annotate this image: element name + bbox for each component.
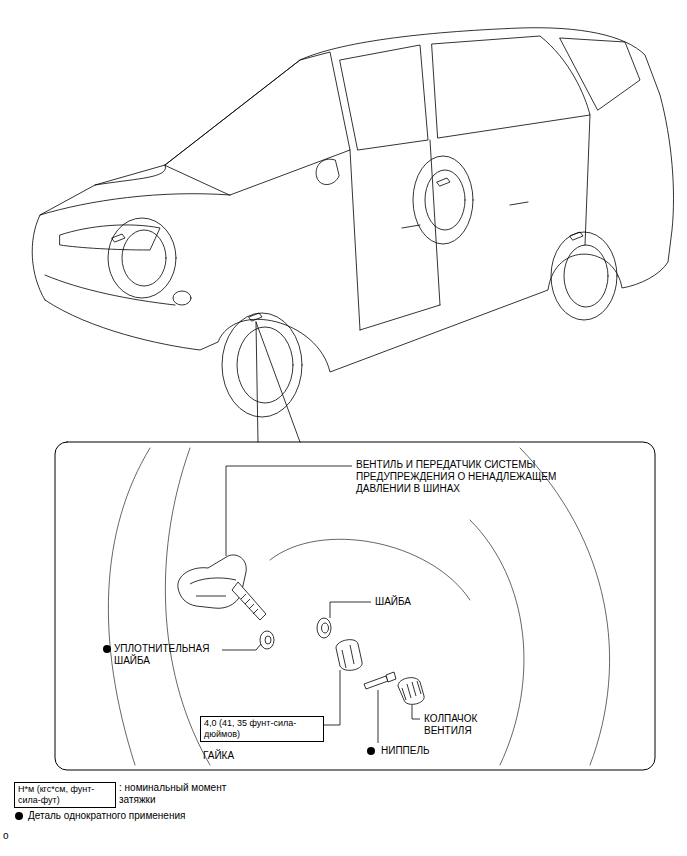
legend-text: Деталь однократного применения — [28, 810, 268, 822]
car-mirror — [316, 159, 339, 184]
valve-core — [364, 676, 388, 689]
wheel-front-far-rim — [122, 230, 166, 286]
wheel-front-near — [222, 313, 302, 417]
one-time-use-bullet — [367, 747, 375, 755]
part-label: ВЕНТИЛЬ И ПЕРЕДАТЧИК СИСТЕМЫ ПРЕДУПРЕЖДЕ… — [356, 459, 561, 495]
legend-torque-box: Н*м (кгс*см, фунт-сила-фут) — [14, 782, 116, 808]
leader-line — [226, 466, 352, 556]
valve-stem-thread — [241, 594, 258, 614]
leader-line — [378, 690, 379, 743]
wheel-front-far — [108, 218, 176, 298]
car-fog-light — [173, 291, 191, 305]
part-label: КОЛПАЧОК ВЕНТИЛЯ — [424, 713, 509, 737]
part-label: УПЛОТНИТЕЛЬНАЯ ШАЙБА — [114, 643, 218, 667]
wheel-rear-far — [413, 156, 473, 244]
leader-line — [324, 670, 340, 725]
callout-leader — [256, 322, 300, 442]
car-headlight — [60, 225, 160, 250]
valve-mark — [112, 178, 583, 321]
car-grille — [45, 275, 175, 305]
leader-line — [412, 705, 420, 719]
wheel-rear-near — [551, 232, 617, 320]
part-label: ГАЙКА — [203, 750, 273, 762]
car-body — [32, 28, 673, 372]
valve-cap-ridges — [402, 681, 421, 700]
car-windshield — [165, 52, 350, 195]
tire-arc — [108, 448, 609, 765]
washer — [317, 618, 331, 638]
car-front-window — [340, 45, 428, 150]
nut-flats — [342, 645, 354, 668]
nut — [336, 640, 362, 671]
box-text: Н*м (кгс*см, фунт-сила-фут) — [18, 784, 112, 806]
valve-stem — [232, 582, 266, 620]
car-door-lines — [350, 115, 590, 330]
wheel-rear-near-rim — [564, 245, 608, 307]
leader-line — [222, 644, 261, 650]
washer-hole — [322, 623, 329, 633]
car-hood — [40, 165, 230, 215]
page-mark: o — [3, 830, 23, 842]
car-quarter-window — [560, 38, 640, 110]
box-text: 4,0 (41, 35 фунт-сила-дюймов) — [204, 718, 320, 740]
callout-panel — [55, 442, 655, 770]
sealing-washer — [260, 631, 274, 649]
tpms-transmitter-detail — [190, 578, 236, 596]
car-rear-window — [432, 36, 590, 138]
legend-text: : номинальный момент затяжки — [119, 782, 229, 806]
one-time-use-bullet — [15, 812, 23, 820]
tpms-transmitter — [178, 555, 246, 608]
wheel-front-near-rim — [237, 327, 293, 403]
valve-cap — [398, 678, 424, 705]
leader-line — [330, 602, 371, 618]
torque-box: 4,0 (41, 35 фунт-сила-дюймов) — [200, 716, 324, 742]
valve-core-tip — [386, 672, 396, 682]
part-label: ШАЙБА — [375, 596, 445, 608]
one-time-use-bullet — [103, 645, 111, 653]
sealing-washer-hole — [265, 636, 271, 644]
part-label: НИППЕЛЬ — [381, 745, 461, 757]
